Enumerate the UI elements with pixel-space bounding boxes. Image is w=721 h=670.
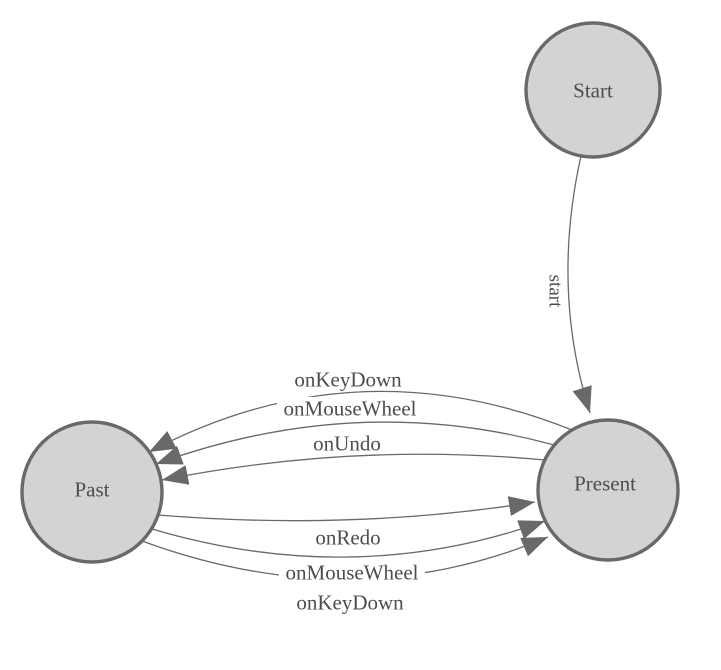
edge-label-start: start [544,267,566,315]
edge-label-onmousewheel-bottom: onMouseWheel [279,560,425,584]
edge-past-to-present-onredo[interactable] [157,496,536,522]
node-present-label: Present [574,471,636,495]
edge-label-text: onKeyDown [294,367,402,391]
node-past-label: Past [74,477,109,501]
edge-label-bg [292,368,404,390]
node-start[interactable]: Start [524,21,662,159]
node-past[interactable]: Past [20,420,164,564]
edge-label-bg [312,526,384,548]
edge-label-bg [294,591,406,613]
edge-label-text: onMouseWheel [284,396,417,420]
edge-label-bg [310,432,384,454]
edge-label-onkeydown-top: onKeyDown [292,367,404,391]
edge-start-to-present[interactable] [567,155,592,414]
edge-label-text: onUndo [313,431,381,455]
edge-label-onundo: onUndo [310,431,384,455]
node-present-circle [536,418,680,562]
edge-label-onredo: onRedo [312,525,384,549]
edge-label-onkeydown-bottom: onKeyDown [294,590,406,614]
edge-label-text: onKeyDown [296,590,404,614]
edge-label-bg [546,267,566,315]
node-present[interactable]: Present [536,418,680,562]
node-start-label: Start [573,78,613,102]
node-past-circle [20,420,164,564]
edge-label-bg [277,397,423,419]
edge-label-onmousewheel-top: onMouseWheel [277,396,423,420]
edge-present-to-past-onmousewheel[interactable] [155,421,555,465]
edge-label-text: onRedo [315,525,380,549]
edge-label-bg [279,561,425,583]
node-start-circle [524,21,662,159]
edge-present-to-past-onkeydown[interactable] [148,390,573,453]
edge-label-text: start [544,275,565,308]
edge-past-to-present-onmousewheel[interactable] [151,520,546,558]
edge-present-to-past-onundo[interactable] [161,453,546,485]
edge-label-text: onMouseWheel [286,560,419,584]
